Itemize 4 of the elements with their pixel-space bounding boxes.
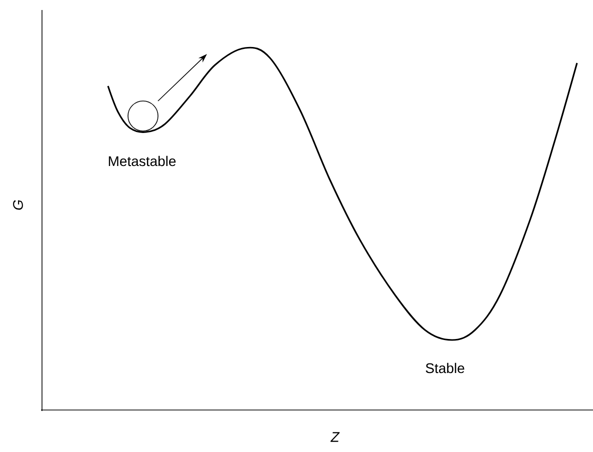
state-label: Metastable [108, 156, 176, 166]
state-label: Stable [426, 362, 464, 374]
axis-label: Z [330, 432, 340, 442]
axis-label: G [13, 200, 23, 210]
